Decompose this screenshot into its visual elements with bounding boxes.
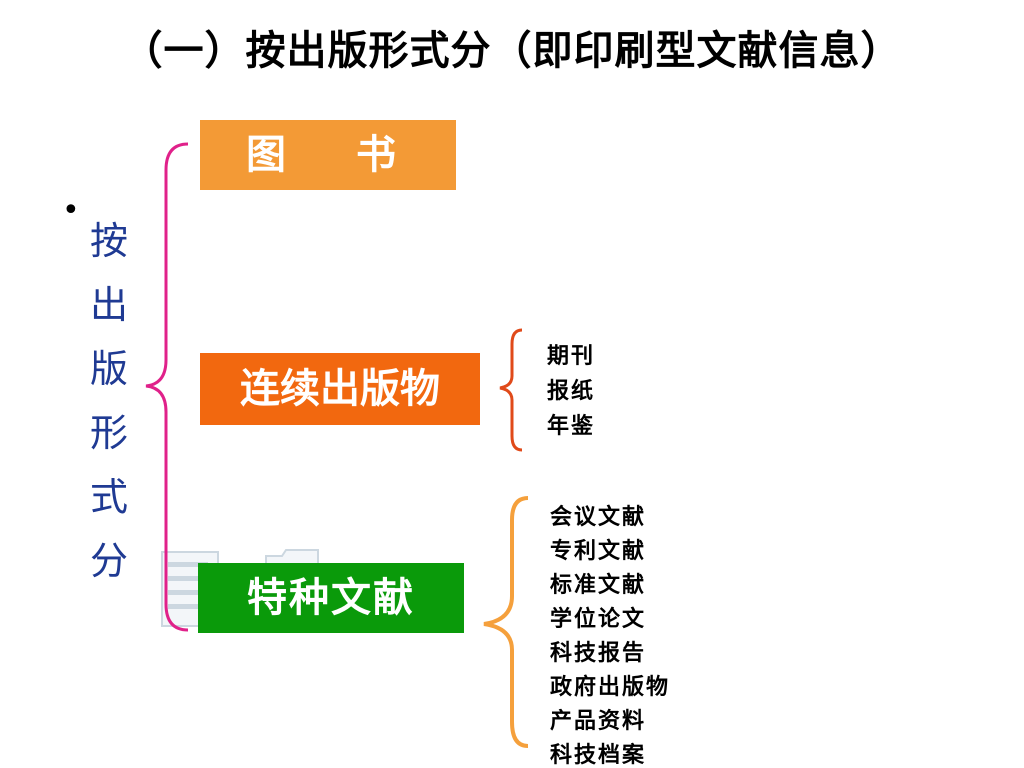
- bullet-point: •: [62, 193, 80, 228]
- serial-publications-box: 连续出版物: [200, 353, 480, 425]
- special-list: 会议文献 专利文献 标准文献 学位论文 科技报告 政府出版物 产品资料 科技档案: [550, 500, 670, 768]
- vertical-label: 按 出 版 形 式 分: [90, 218, 136, 602]
- list-item: 年鉴: [547, 413, 596, 439]
- list-item: 学位论文: [550, 606, 647, 632]
- list-item: 科技报告: [550, 640, 647, 666]
- special-brace: [483, 496, 529, 748]
- list-item: 期刊: [547, 343, 596, 369]
- serial-brace: [499, 328, 523, 452]
- list-item: 产品资料: [550, 708, 647, 734]
- list-item: 专利文献: [550, 538, 647, 564]
- list-item: 标准文献: [550, 572, 647, 598]
- main-brace: [145, 142, 189, 632]
- vertical-label-char: 版: [90, 347, 129, 391]
- list-item: 会议文献: [550, 504, 647, 530]
- vertical-label-char: 形: [90, 411, 129, 455]
- special-literature-box: 特种文献: [198, 563, 464, 633]
- list-item: 政府出版物: [550, 674, 671, 700]
- serial-list: 期刊 报纸 年鉴: [547, 339, 595, 444]
- slide-title: （一）按出版形式分（即印刷型文献信息）: [122, 28, 902, 74]
- vertical-label-char: 出: [90, 283, 129, 327]
- vertical-label-char: 分: [90, 539, 129, 583]
- list-item: 报纸: [547, 378, 596, 404]
- books-box: 图 书: [200, 120, 456, 190]
- vertical-label-char: 式: [90, 475, 129, 519]
- vertical-label-char: 按: [90, 219, 129, 263]
- list-item: 科技档案: [550, 742, 647, 768]
